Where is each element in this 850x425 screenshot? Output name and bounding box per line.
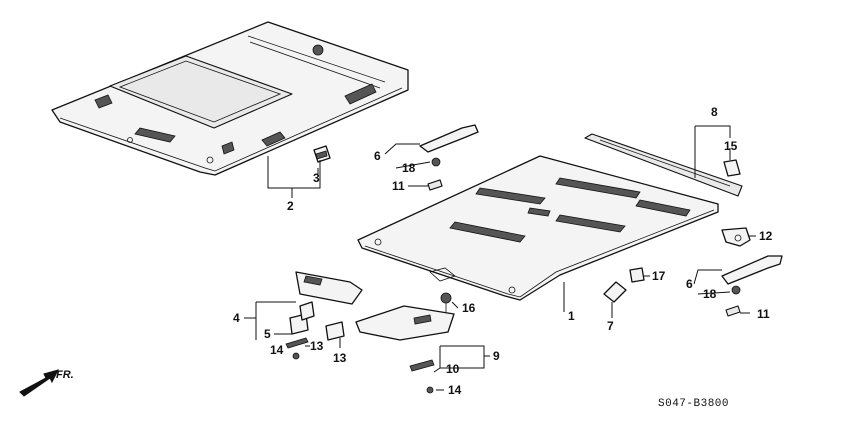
callout-7: 7 (607, 319, 614, 333)
callout-9: 9 (493, 349, 500, 363)
callout-4: 4 (233, 311, 240, 325)
diagram-code: S047-B3800 (658, 398, 729, 410)
roof-rail-trim (584, 133, 743, 197)
callout-6-upper: 6 (374, 149, 381, 163)
grab-handle-upper (419, 124, 479, 191)
callout-14-right: 14 (448, 383, 462, 397)
visor-hardware (285, 301, 435, 394)
part-3-clip (313, 145, 331, 163)
callout-15: 15 (724, 139, 738, 153)
callout-14-left: 14 (270, 343, 284, 357)
callout-3: 3 (313, 171, 320, 185)
leader-lines (244, 125, 756, 391)
callout-10: 10 (446, 362, 460, 376)
callout-8: 8 (711, 105, 718, 119)
callout-11-upper: 11 (392, 179, 405, 193)
callout-16: 16 (462, 301, 476, 315)
part-12-bracket (721, 227, 751, 247)
part-17-clip (629, 267, 645, 283)
callout-5: 5 (264, 327, 271, 341)
front-arrow-icon: FR. (19, 369, 74, 397)
callout-18-lower: 18 (703, 287, 717, 301)
callout-12: 12 (759, 229, 773, 243)
callout-numbers: 1 2 3 4 5 6 6 7 8 9 10 11 11 12 13 13 14… (233, 105, 773, 397)
headliner-main (357, 155, 719, 301)
sunvisor-right (355, 305, 455, 341)
callout-6-lower: 6 (686, 277, 693, 291)
part-16-screw (440, 292, 452, 312)
callout-13-right: 13 (333, 351, 347, 365)
callout-13-left: 13 (310, 339, 324, 353)
sunvisor-left (295, 271, 363, 305)
direction-label: FR. (56, 369, 74, 381)
part-7-hook (603, 281, 627, 303)
callout-2: 2 (287, 199, 294, 213)
callout-11-lower: 11 (757, 307, 770, 321)
part-15-clip (723, 159, 741, 177)
callout-18-upper: 18 (402, 161, 416, 175)
callout-17: 17 (652, 269, 666, 283)
callout-1: 1 (568, 309, 575, 323)
grab-handle-lower (721, 255, 783, 317)
part-11-clips (427, 179, 443, 191)
headliner-sunroof (51, 21, 409, 176)
